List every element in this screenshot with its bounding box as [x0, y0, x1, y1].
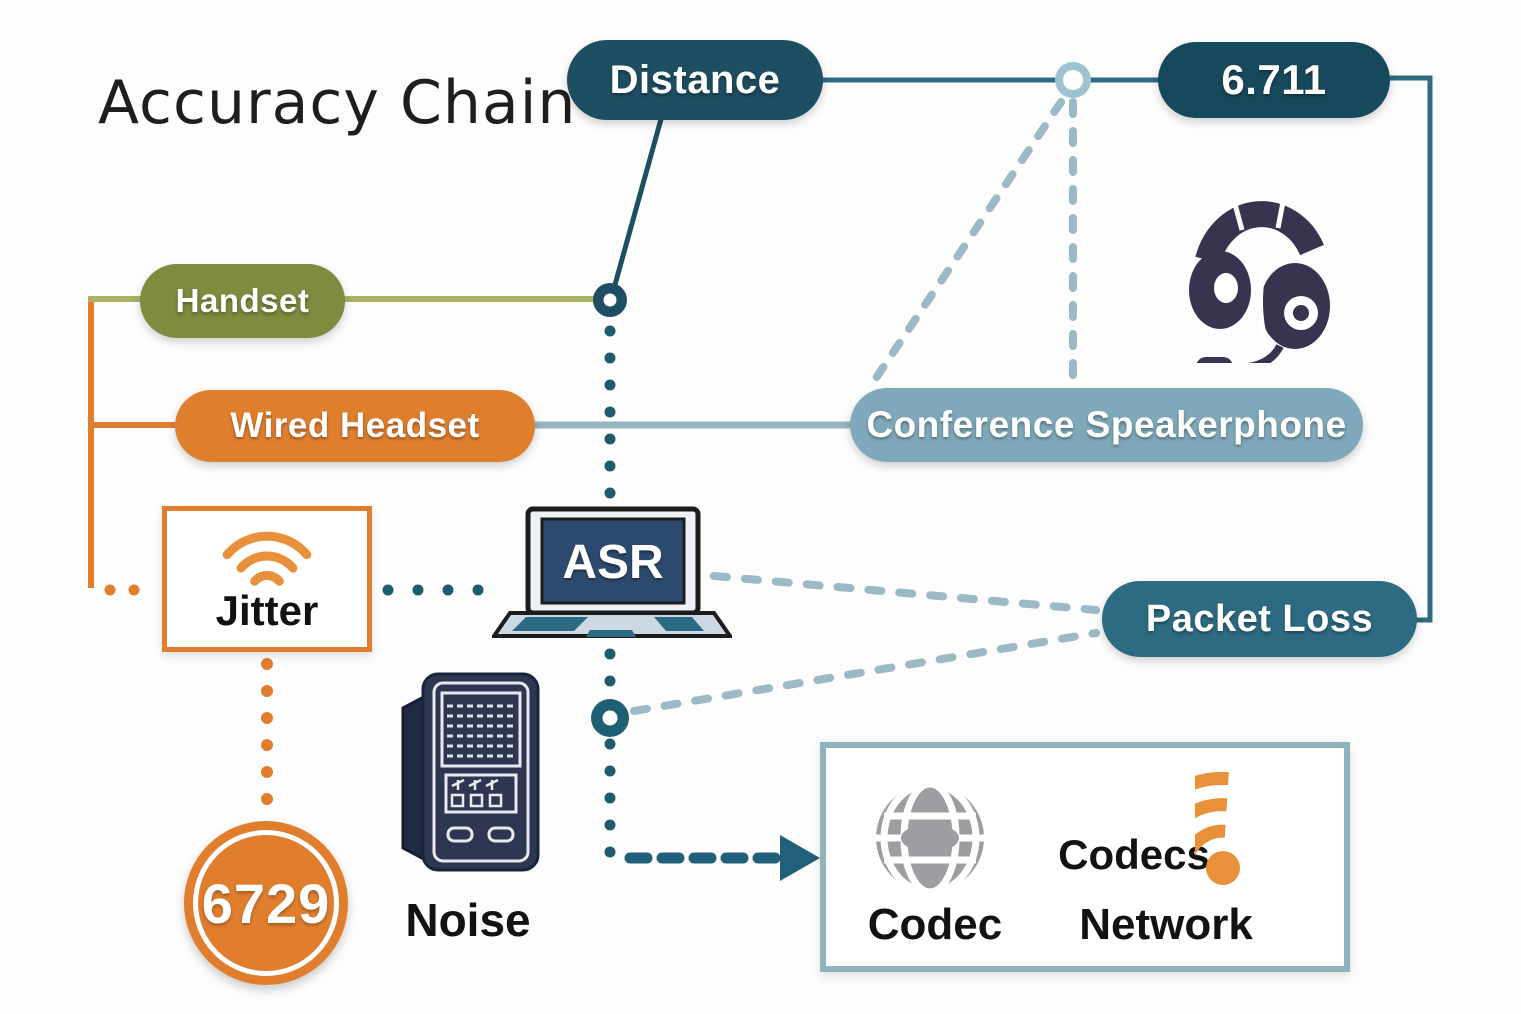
wifi-beacon-icon	[1195, 772, 1240, 885]
codec-network-box: Codec Codecs Network	[820, 742, 1350, 972]
node-g711: 6.711	[1158, 42, 1390, 118]
node-conference-speakerphone: Conference Speakerphone	[850, 388, 1363, 462]
connector-g711-packetloss	[1388, 75, 1433, 623]
node-distance-label: Distance	[609, 57, 781, 102]
connector-ring-conference-d	[868, 98, 1065, 388]
node-packet-loss: Packet Loss	[1102, 581, 1417, 657]
badge-ring	[193, 830, 339, 976]
node-g711-label: 6.711	[1221, 56, 1327, 103]
globe-icon	[876, 780, 984, 896]
desk-phone-icon	[401, 672, 540, 872]
node-distance: Distance	[567, 40, 823, 120]
connector-distance-junction	[608, 111, 666, 300]
headset-icon	[1189, 201, 1330, 363]
wifi-icon	[222, 531, 312, 586]
node-g729-label: 6729	[201, 871, 331, 935]
node-jitter-label: Jitter	[215, 587, 319, 634]
node-noise-label: Noise	[405, 894, 531, 946]
codecs-label: Codecs	[1058, 831, 1210, 878]
node-wired-headset-label: Wired Headset	[230, 406, 480, 445]
node-handset-label: Handset	[175, 282, 310, 319]
arrow-right-icon	[780, 835, 820, 881]
network-label: Network	[1079, 900, 1253, 949]
page-title: Accuracy Chain	[98, 68, 577, 138]
node-jitter: Jitter	[162, 506, 372, 652]
node-handset: Handset	[140, 264, 345, 338]
node-conference-speakerphone-label: Conference Speakerphone	[866, 404, 1347, 445]
node-packet-loss-label: Packet Loss	[1145, 597, 1374, 640]
node-g729: 6729	[184, 821, 348, 985]
connector-asr-packetloss	[710, 572, 1100, 614]
ring-node	[1055, 62, 1091, 98]
node-asr-label: ASR	[562, 535, 664, 589]
codec-label: Codec	[867, 900, 1003, 949]
node-wired-headset: Wired Headset	[175, 390, 535, 462]
laptop-icon: ASR	[490, 503, 734, 643]
connector-donut-packetloss	[630, 629, 1100, 715]
